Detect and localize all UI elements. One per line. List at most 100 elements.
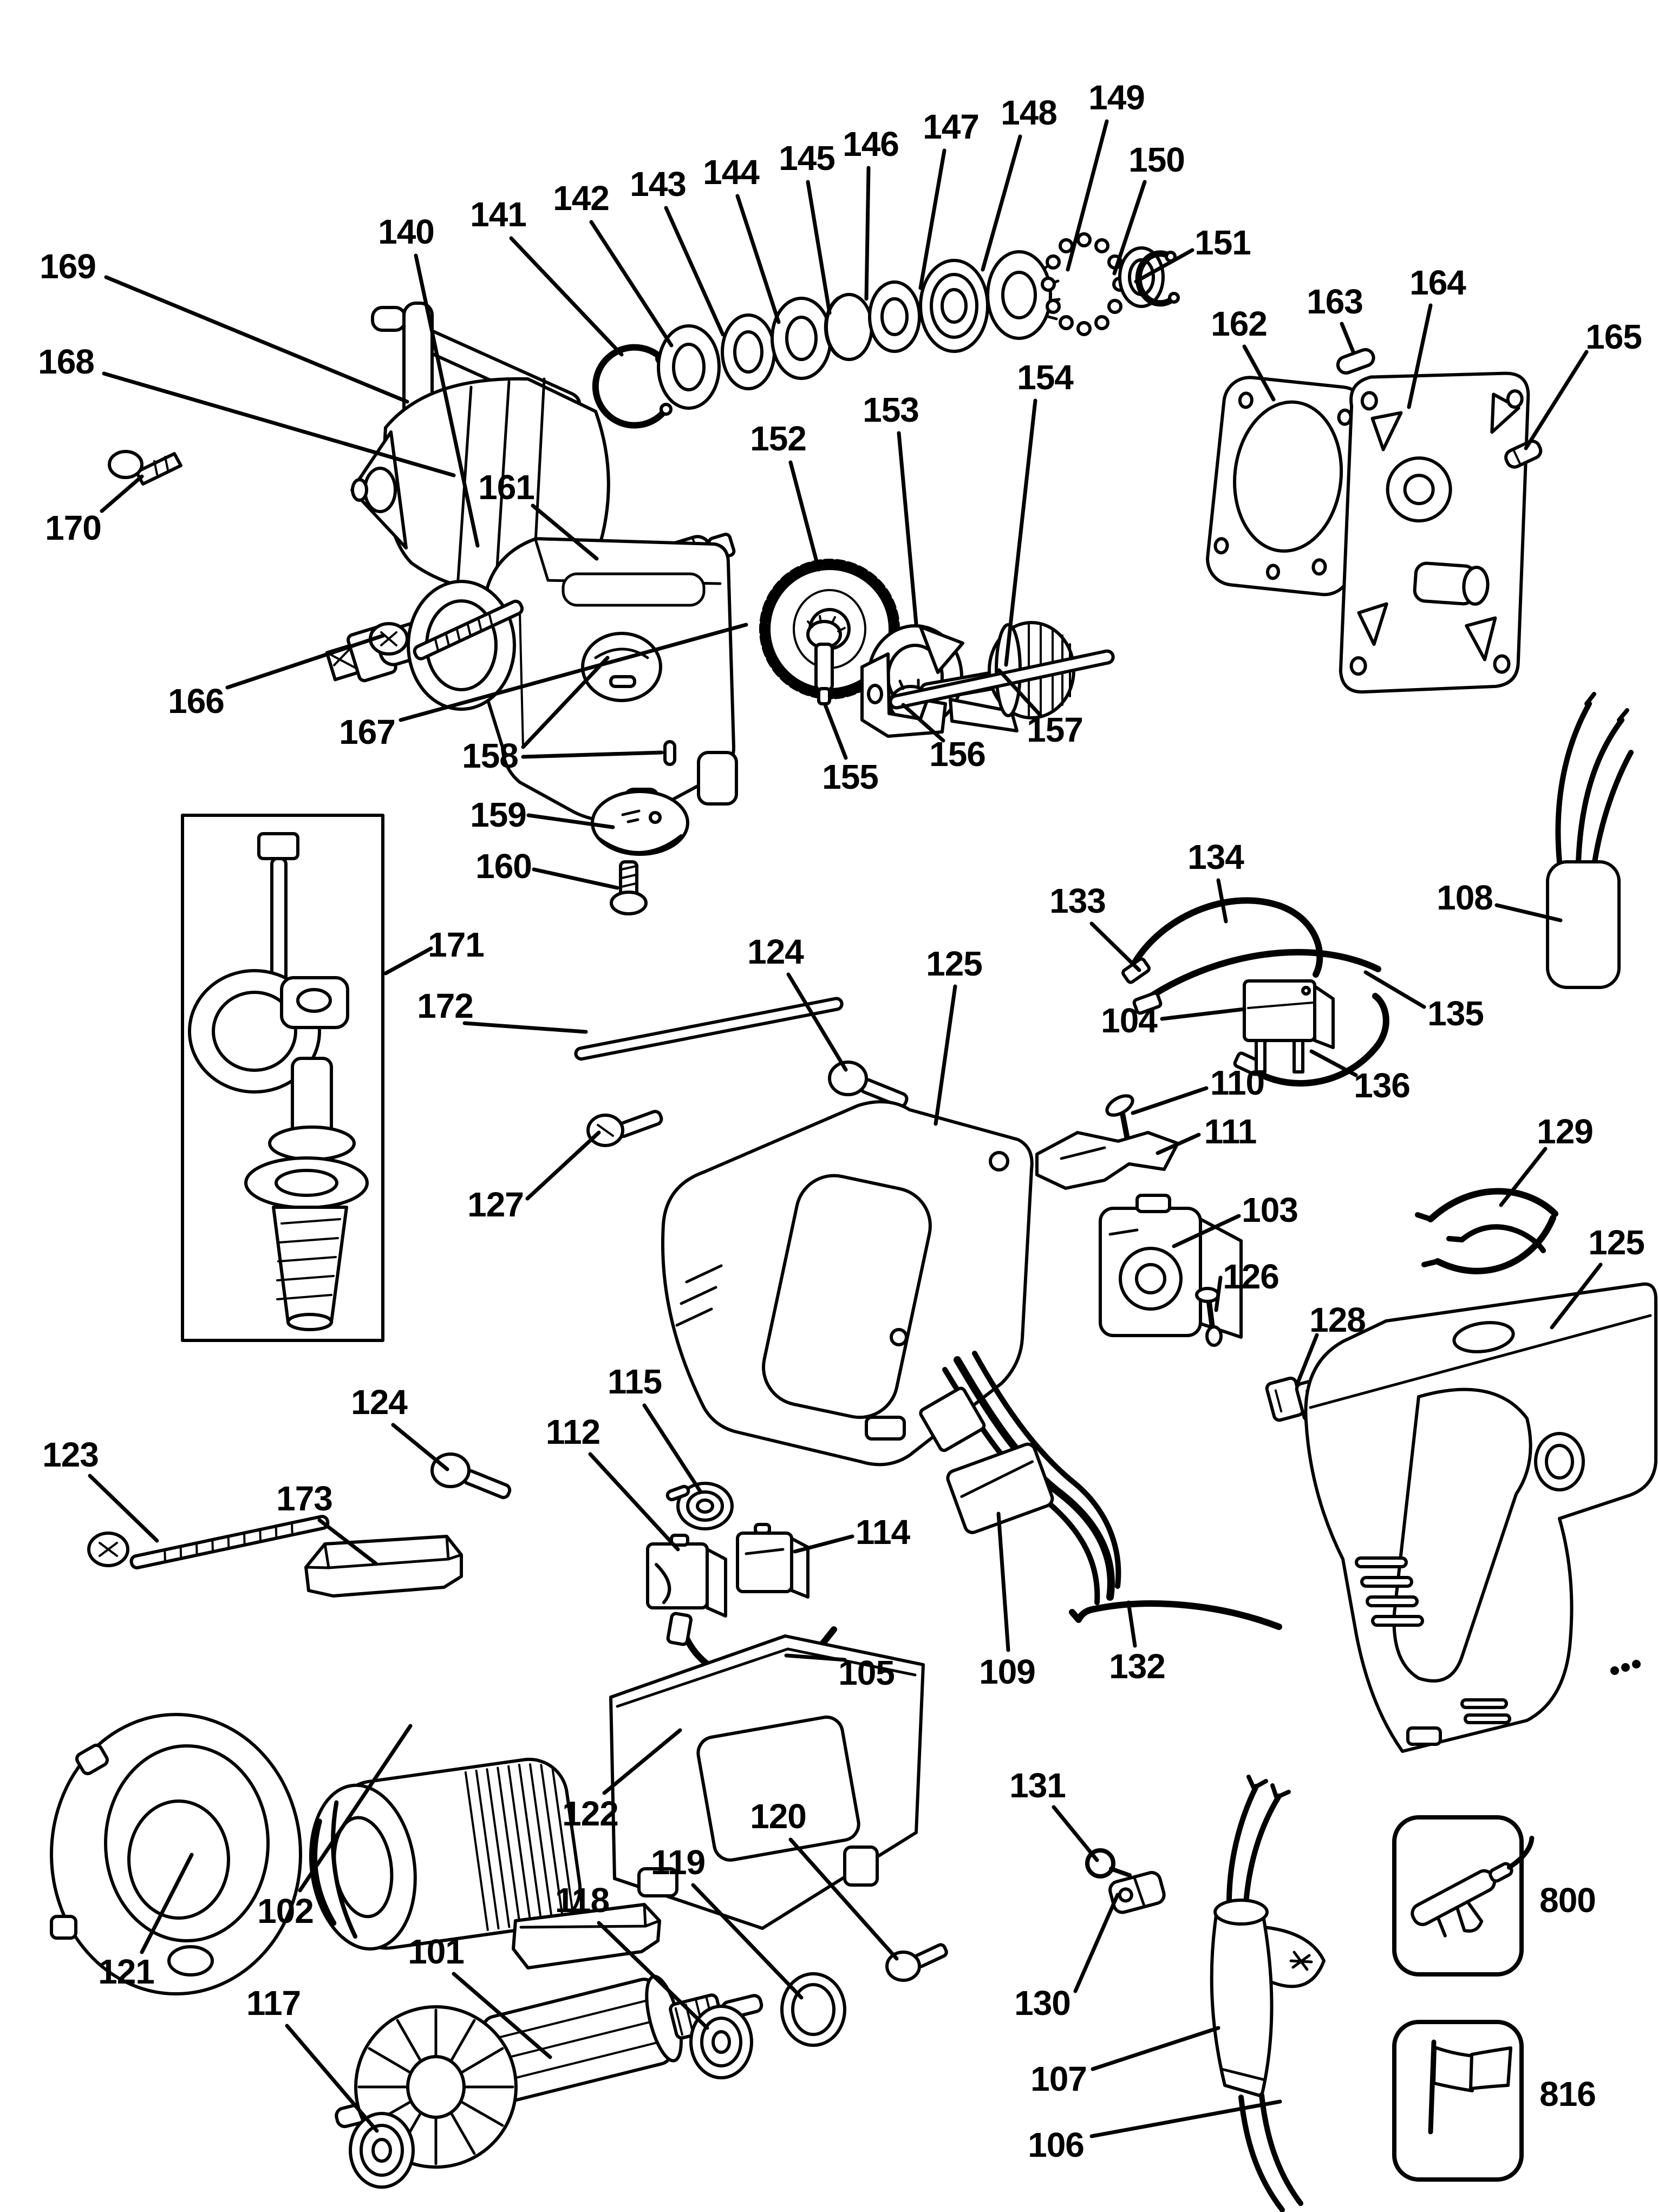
part-label: 117 — [246, 1984, 301, 2023]
part-label: 800 — [1539, 1881, 1596, 1920]
cord-clamp-130-illustration — [1108, 1871, 1166, 1914]
leader-line — [88, 1474, 159, 1543]
part-label: 121 — [98, 1952, 155, 1991]
leader-line — [1494, 903, 1563, 922]
gasket-illustration — [1206, 376, 1369, 597]
brush-holder-112-illustration — [646, 1534, 727, 1618]
screw-170-illustration — [108, 450, 182, 486]
part-label: 152 — [750, 419, 807, 458]
part-label: 156 — [929, 735, 986, 774]
part-label: 125 — [926, 944, 983, 983]
bearing-118-illustration — [689, 2005, 753, 2079]
leader-line — [897, 431, 918, 626]
shaft-155-illustration — [806, 615, 846, 705]
screw-127-illustration — [586, 1110, 663, 1147]
part-label: 128 — [1309, 1300, 1366, 1339]
part-label: 124 — [351, 1383, 408, 1422]
leader-line — [786, 972, 848, 1072]
leader-line — [1363, 970, 1426, 1009]
rod-172-illustration — [574, 997, 844, 1061]
screw-124a-illustration — [828, 1061, 909, 1108]
part-label: 161 — [478, 468, 535, 507]
part-label: 119 — [650, 1843, 706, 1882]
part-label: 125 — [1588, 1223, 1645, 1262]
leader-line — [934, 984, 957, 1126]
part-label: 135 — [1427, 994, 1484, 1033]
part-label: 142 — [553, 179, 610, 218]
part-label: 140 — [378, 212, 435, 251]
part-label: 110 — [1210, 1063, 1265, 1102]
brush-holder-114-illustration — [736, 1523, 810, 1599]
screw-166-illustration — [369, 599, 524, 660]
leader-line — [414, 253, 480, 548]
leader-line — [383, 946, 433, 976]
leader-line — [525, 1130, 601, 1201]
part-label: 173 — [276, 1479, 333, 1518]
part-label: 143 — [630, 165, 687, 204]
leader-line — [864, 166, 871, 301]
leader-line — [509, 236, 624, 357]
part-label: 157 — [1027, 710, 1083, 749]
screw-165-illustration — [1504, 440, 1543, 469]
leader-line — [788, 460, 821, 572]
part-label: 108 — [1437, 878, 1493, 917]
part-label: 159 — [470, 795, 527, 834]
part-label: 118 — [554, 1881, 610, 1920]
leader-line — [788, 1837, 899, 1961]
part-label: 167 — [339, 712, 396, 751]
bearing-plate-121-illustration — [50, 1713, 302, 1995]
bracket-156-illustration — [860, 652, 947, 738]
part-label: 151 — [1194, 223, 1251, 262]
part-label: 130 — [1014, 1984, 1071, 2023]
part-label: 150 — [1128, 140, 1185, 179]
part-label: 816 — [1539, 2074, 1596, 2113]
part-label: 166 — [168, 682, 225, 721]
part-label: 114 — [855, 1513, 910, 1552]
flags-icon — [1428, 2039, 1512, 2135]
part-label: 158 — [462, 736, 519, 775]
cord-protector-illustration — [1210, 1775, 1326, 2098]
part-label: 147 — [923, 107, 980, 146]
part-label: 103 — [1242, 1190, 1298, 1229]
leader-line — [642, 1403, 703, 1494]
part-label: 122 — [562, 1794, 619, 1833]
part-label: 104 — [1101, 1001, 1158, 1040]
part-label: 107 — [1030, 2059, 1087, 2098]
wire-harness-illustration — [1121, 897, 1389, 1087]
legend-box-816 — [1392, 2020, 1524, 2182]
housing-inner-clamshell-illustration — [661, 1100, 1034, 1467]
leader-line — [1112, 180, 1147, 276]
leader-line — [691, 1883, 804, 2000]
part-label: 170 — [45, 508, 102, 547]
gear-ring-148-illustration — [986, 250, 1061, 340]
field-coil-illustration — [309, 1757, 582, 1951]
leader-line — [997, 668, 1043, 718]
part-label: 102 — [257, 1892, 314, 1930]
part-label: 129 — [1537, 1112, 1594, 1151]
leader-line — [901, 703, 945, 743]
part-label: 144 — [703, 153, 760, 192]
part-label: 101 — [408, 1932, 465, 1971]
leader-line — [1091, 2026, 1220, 2071]
cap-159-illustration — [591, 790, 689, 856]
leader-line — [391, 1423, 449, 1471]
leader-line — [1340, 322, 1356, 355]
leader-line — [1052, 1805, 1099, 1862]
part-label: 106 — [1028, 2125, 1085, 2164]
leader-line — [1407, 303, 1433, 409]
leader-line — [1160, 1007, 1246, 1021]
leader-line — [531, 503, 599, 561]
leader-line — [1214, 1275, 1223, 1312]
part-label: 149 — [1088, 78, 1145, 117]
part-label: 115 — [607, 1362, 662, 1401]
part-label: 145 — [779, 139, 835, 178]
leader-line — [602, 1728, 682, 1795]
leader-line — [1242, 344, 1276, 402]
part-label: 162 — [1211, 304, 1268, 343]
pin-158-illustration — [663, 740, 676, 766]
part-label: 168 — [38, 342, 95, 381]
part-label: 165 — [1585, 317, 1642, 356]
